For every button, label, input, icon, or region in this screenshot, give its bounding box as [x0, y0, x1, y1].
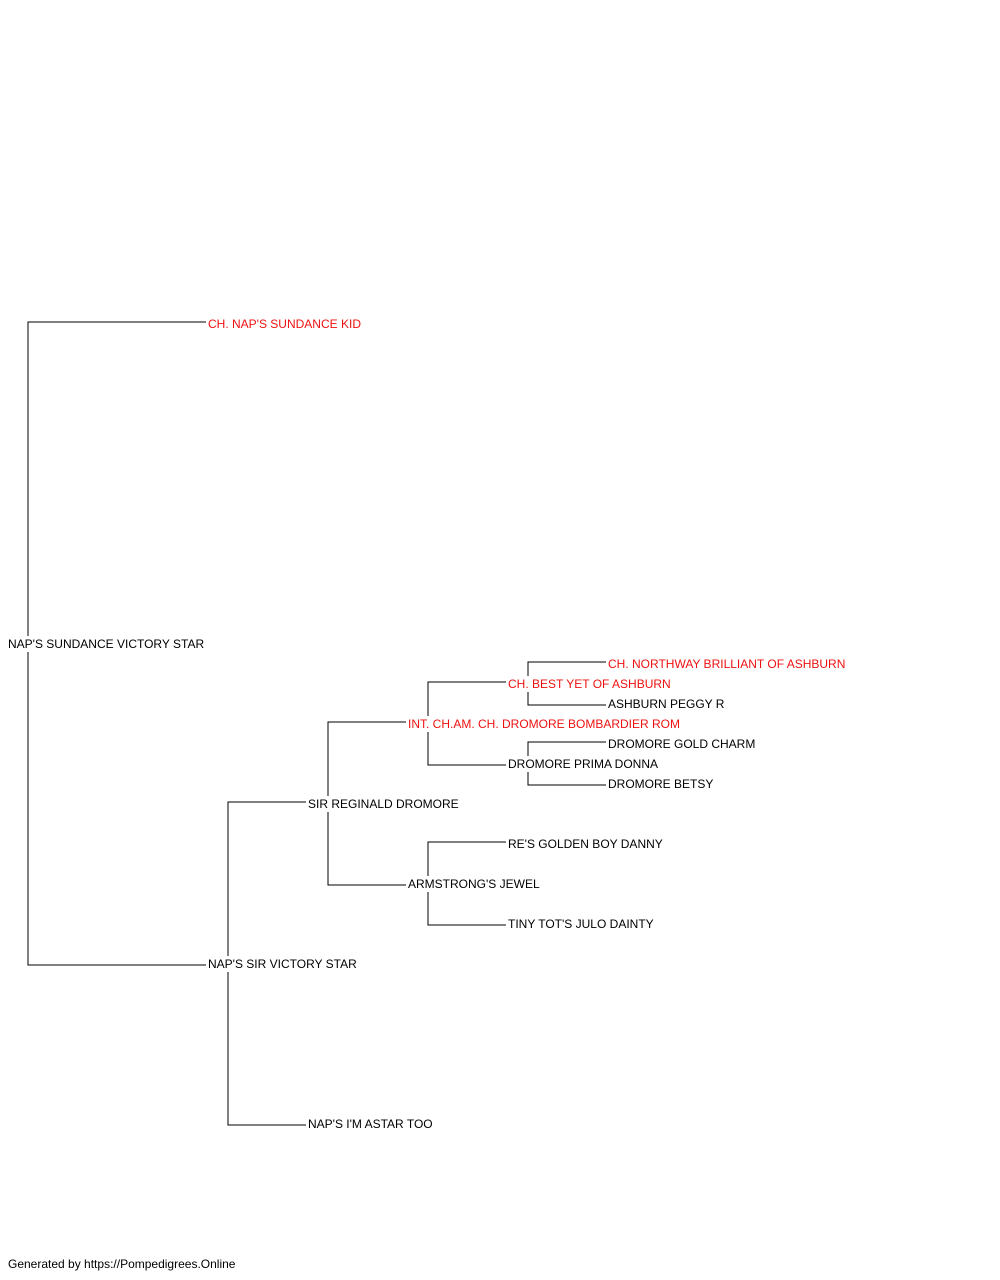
connector-damsire-dam: [327, 812, 406, 886]
connector-dsd-sire: [427, 841, 506, 876]
connector-dss-sire: [427, 681, 506, 716]
sire-name: CH. NAP'S SUNDANCE KID: [207, 317, 362, 331]
connector-dam-sire: [227, 801, 306, 956]
dam-sire-sire-name: INT. CH.AM. CH. DROMORE BOMBARDIER ROM: [407, 717, 682, 731]
connector-dssd-sire: [527, 741, 606, 756]
connector-dss-dam: [427, 732, 506, 766]
dss-dam-name: DROMORE PRIMA DONNA: [507, 757, 660, 771]
generated-by-footer: Generated by https://Pompedigrees.Online: [8, 1257, 236, 1271]
connector-subject-dam: [27, 652, 206, 966]
dsss-dam-name: ASHBURN PEGGY R: [607, 697, 726, 711]
dssd-sire-name: DROMORE GOLD CHARM: [607, 737, 757, 751]
connector-subject-sire: [27, 321, 206, 636]
dssd-dam-name: DROMORE BETSY: [607, 777, 715, 791]
connector-dam-dam: [227, 972, 306, 1126]
dsd-dam-name: TINY TOT'S JULO DAINTY: [507, 917, 655, 931]
connector-dsss-dam: [527, 692, 606, 706]
dam-dam-name: NAP'S I'M ASTAR TOO: [307, 1117, 434, 1131]
dsss-sire-name: CH. NORTHWAY BRILLIANT OF ASHBURN: [607, 657, 847, 671]
connector-dsss-sire: [527, 661, 606, 676]
connector-dssd-dam: [527, 772, 606, 786]
dam-sire-dam-name: ARMSTRONG'S JEWEL: [407, 877, 541, 891]
dam-name: NAP'S SIR VICTORY STAR: [207, 957, 358, 971]
subject-name: NAP'S SUNDANCE VICTORY STAR: [7, 637, 206, 651]
dsd-sire-name: RE'S GOLDEN BOY DANNY: [507, 837, 664, 851]
connector-dsd-dam: [427, 892, 506, 926]
dam-sire-name: SIR REGINALD DROMORE: [307, 797, 460, 811]
dss-sire-name: CH. BEST YET OF ASHBURN: [507, 677, 672, 691]
connector-damsire-sire: [327, 721, 406, 796]
